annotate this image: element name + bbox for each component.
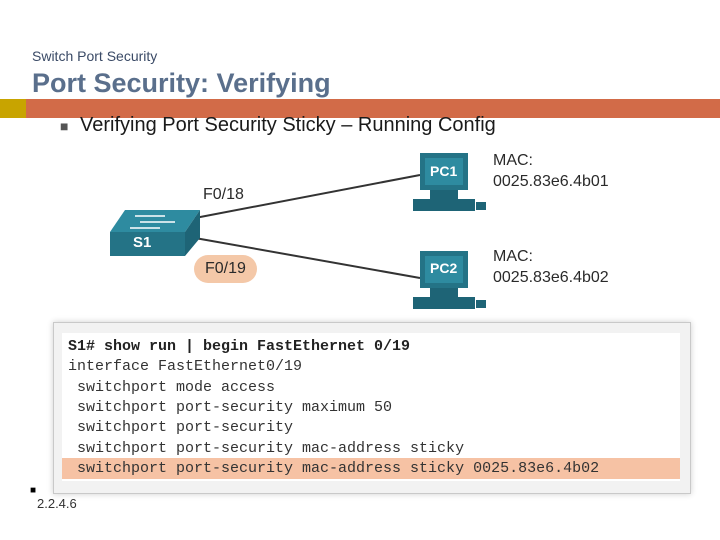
cli-line-command: S1# show run | begin FastEthernet 0/19 bbox=[68, 338, 411, 355]
accent-bar-gold bbox=[0, 99, 26, 118]
section-label: Switch Port Security bbox=[32, 48, 158, 64]
cli-output-panel bbox=[62, 333, 680, 481]
pc1-mac: MAC: 0025.83e6.4b01 bbox=[493, 150, 609, 192]
pc2-mac: MAC: 0025.83e6.4b02 bbox=[493, 246, 609, 288]
cli-line: switchport port-security maximum 50 bbox=[68, 399, 393, 416]
pc1-label: PC1 bbox=[430, 163, 458, 179]
cli-line: switchport mode access bbox=[68, 379, 276, 396]
slide-title: Port Security: Verifying bbox=[32, 68, 331, 98]
link-s1-pc1 bbox=[194, 174, 421, 219]
network-topology-diagram bbox=[110, 153, 486, 309]
link-s1-pc2 bbox=[194, 237, 421, 279]
bullet-text: Verifying Port Security Sticky – Running… bbox=[80, 114, 496, 136]
pc2-mac-label: MAC: bbox=[493, 248, 533, 265]
cli-line: switchport port-security mac-address sti… bbox=[68, 440, 465, 457]
pc2-mac-value: 0025.83e6.4b02 bbox=[493, 269, 609, 286]
footer-section-number: 2.2.4.6 bbox=[37, 496, 77, 511]
pc1-icon bbox=[413, 153, 486, 211]
cli-highlight-row bbox=[62, 458, 680, 479]
switch-s1-icon bbox=[110, 210, 200, 256]
cli-line-highlighted: switchport port-security mac-address sti… bbox=[68, 460, 600, 477]
cli-line: switchport port-security bbox=[68, 419, 294, 436]
pc1-mac-value: 0025.83e6.4b01 bbox=[493, 173, 609, 190]
pc2-label: PC2 bbox=[430, 260, 458, 276]
cli-line: interface FastEthernet0/19 bbox=[68, 358, 303, 375]
pc2-icon bbox=[413, 251, 486, 309]
pc1-mac-label: MAC: bbox=[493, 152, 533, 169]
bullet-item: ■ Verifying Port Security Sticky – Runni… bbox=[60, 114, 496, 137]
switch-label: S1 bbox=[133, 234, 152, 251]
square-bullet-icon: ■ bbox=[60, 118, 69, 134]
accent-bar-orange bbox=[26, 99, 720, 118]
interface-label-f019: F0/19 bbox=[205, 260, 246, 277]
interface-highlight bbox=[194, 255, 257, 283]
interface-label-f018: F0/18 bbox=[203, 186, 244, 203]
footer-bullet-icon: ■ bbox=[30, 485, 37, 496]
